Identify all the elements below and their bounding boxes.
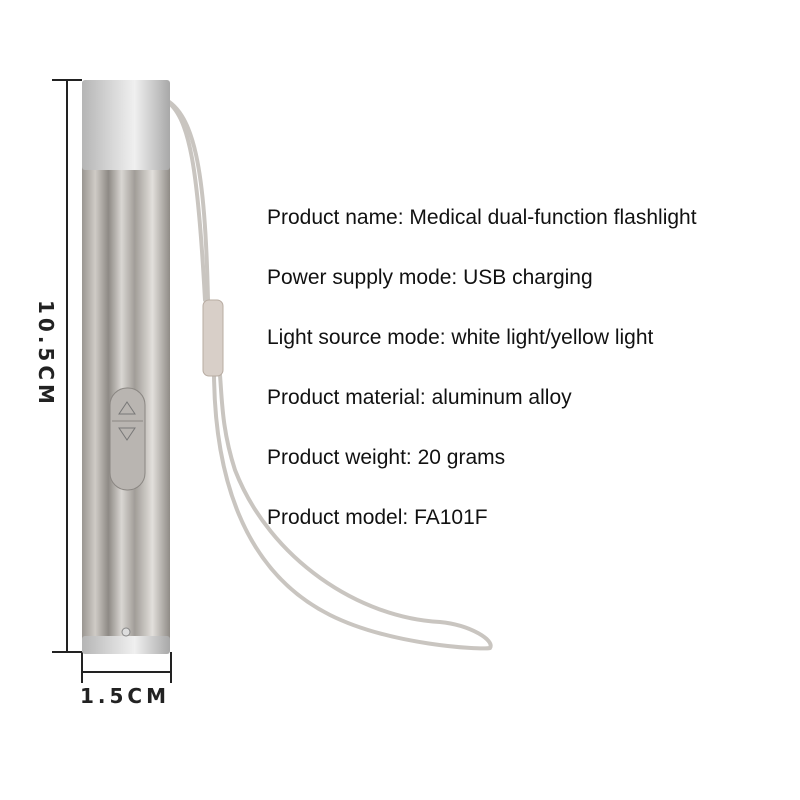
spec-power-supply: Power supply mode: USB charging: [267, 266, 593, 289]
lanyard: [158, 95, 493, 651]
charging-port: [121, 627, 131, 637]
spec-product-name: Product name: Medical dual-function flas…: [267, 206, 697, 229]
width-dimension-label: 1.5CM: [80, 684, 171, 708]
spec-weight: Product weight: 20 grams: [267, 446, 506, 469]
height-dimension-label: 10.5CM: [34, 300, 58, 408]
flashlight-cap: [82, 80, 170, 170]
height-dimension-line: [52, 79, 82, 653]
spec-light-source: Light source mode: white light/yellow li…: [267, 326, 654, 349]
spec-material: Product material: aluminum alloy: [267, 386, 572, 409]
width-dimension-line: [81, 652, 172, 683]
spec-model: Product model: FA101F: [267, 506, 488, 529]
mode-switch-button: [109, 387, 146, 491]
lanyard-slider: [202, 299, 224, 377]
flashlight-tail: [82, 636, 170, 654]
